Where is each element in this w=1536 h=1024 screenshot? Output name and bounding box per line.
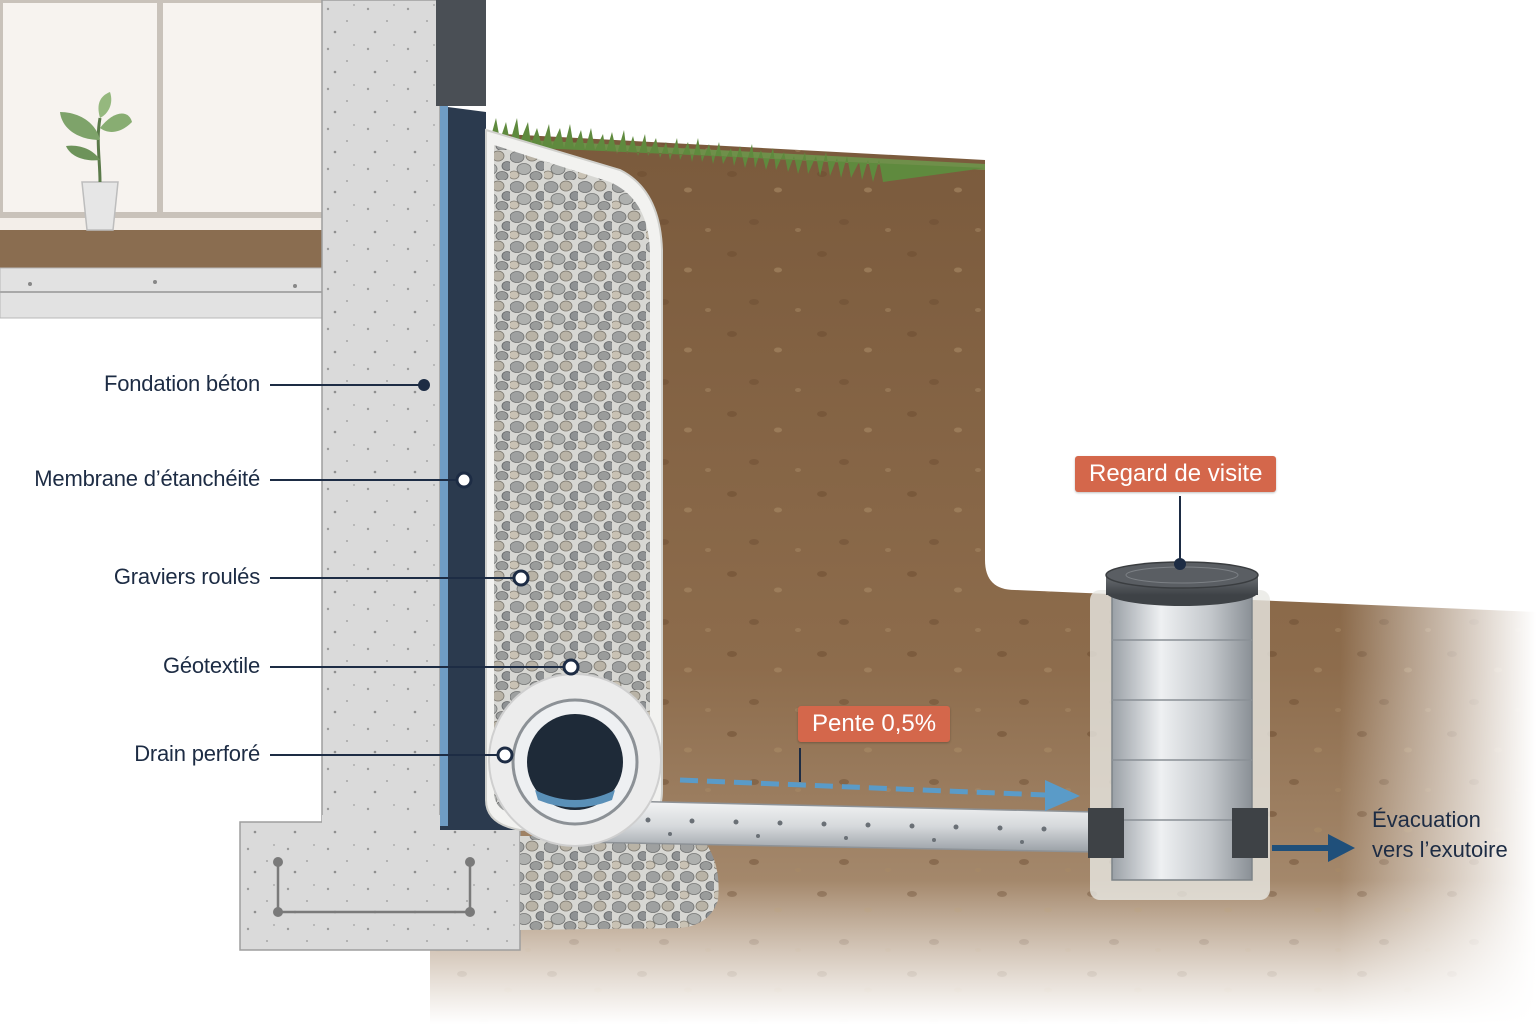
gravel-backfill	[485, 128, 719, 930]
tag-inspection-chamber: Regard de visite	[1075, 456, 1277, 492]
label-drain: Drain perforé	[134, 741, 260, 766]
interior-room	[0, 0, 343, 319]
label-foundation: Fondation béton	[103, 371, 260, 396]
outlet-label-line1: Évacuation	[1372, 807, 1481, 832]
perforated-drain	[488, 673, 1096, 853]
leader-lines	[270, 384, 1181, 782]
outlet-label: Évacuation vers l’exutoire	[1372, 805, 1508, 865]
leader-dots	[418, 379, 1186, 764]
concrete-foundation	[239, 0, 521, 951]
grass	[488, 118, 985, 182]
plant-icon	[60, 92, 132, 231]
waterproof-membrane	[440, 106, 520, 830]
label-membrane: Membrane d’étanchéité	[34, 466, 260, 491]
slope-arrow	[679, 777, 1080, 811]
tag-slope: Pente 0,5%	[798, 706, 951, 742]
label-gravel: Graviers roulés	[113, 564, 260, 589]
label-geotextile: Géotextile	[162, 653, 260, 678]
inspection-chamber	[1088, 561, 1270, 900]
outlet-label-line2: vers l’exutoire	[1372, 837, 1508, 862]
outlet-arrow	[1272, 834, 1355, 862]
